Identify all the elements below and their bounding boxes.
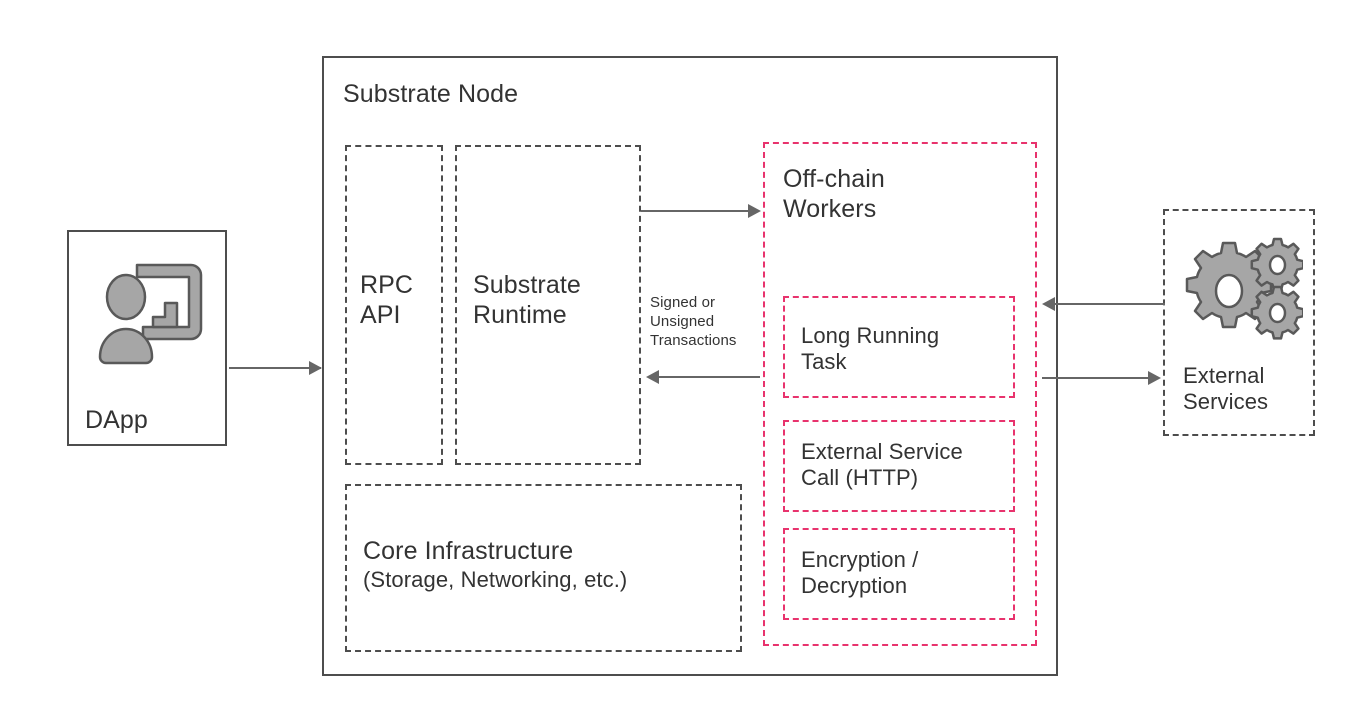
long-running-task-label: Long Running Task bbox=[801, 323, 940, 374]
dapp-label: DApp bbox=[85, 406, 148, 434]
connector-dapp-to-node-arrowhead bbox=[309, 361, 322, 375]
connector-ocw-to-runtime-line bbox=[655, 376, 760, 378]
substrate-runtime-label: Substrate Runtime bbox=[473, 271, 581, 329]
external-service-call-label: External Service Call (HTTP) bbox=[801, 439, 963, 490]
substrate-runtime-box bbox=[455, 145, 641, 465]
encryption-decryption-box bbox=[783, 528, 1015, 620]
connector-runtime-to-ocw-arrowhead bbox=[748, 204, 761, 218]
core-infrastructure-subtitle: (Storage, Networking, etc.) bbox=[363, 567, 628, 592]
connector-ocw-to-external-line bbox=[1042, 377, 1150, 379]
external-services-box bbox=[1163, 209, 1315, 436]
encryption-decryption-label: Encryption / Decryption bbox=[801, 547, 919, 598]
offchain-workers-title: Off-chain Workers bbox=[783, 165, 885, 223]
connector-external-to-ocw-arrowhead bbox=[1042, 297, 1055, 311]
core-infrastructure-box bbox=[345, 484, 742, 652]
substrate-node-title: Substrate Node bbox=[343, 80, 519, 108]
substrate-node-box bbox=[322, 56, 1058, 676]
rpc-api-box bbox=[345, 145, 443, 465]
connector-external-to-ocw-line bbox=[1055, 303, 1165, 305]
transactions-label: Signed or Unsigned Transactions bbox=[650, 294, 737, 350]
connector-dapp-to-node-line bbox=[229, 367, 321, 369]
offchain-workers-box bbox=[763, 142, 1037, 646]
gears-icon bbox=[1185, 235, 1303, 345]
connector-ocw-to-runtime-arrowhead bbox=[646, 370, 659, 384]
external-services-label: External Services bbox=[1183, 363, 1269, 414]
external-service-call-box bbox=[783, 420, 1015, 512]
rpc-api-label: RPC API bbox=[360, 271, 414, 329]
user-screen-icon bbox=[95, 255, 205, 365]
connector-runtime-to-ocw-line bbox=[641, 210, 753, 212]
dapp-box bbox=[67, 230, 227, 446]
long-running-task-box bbox=[783, 296, 1015, 398]
core-infrastructure-title: Core Infrastructure bbox=[363, 537, 574, 565]
connector-ocw-to-external-arrowhead bbox=[1148, 371, 1161, 385]
